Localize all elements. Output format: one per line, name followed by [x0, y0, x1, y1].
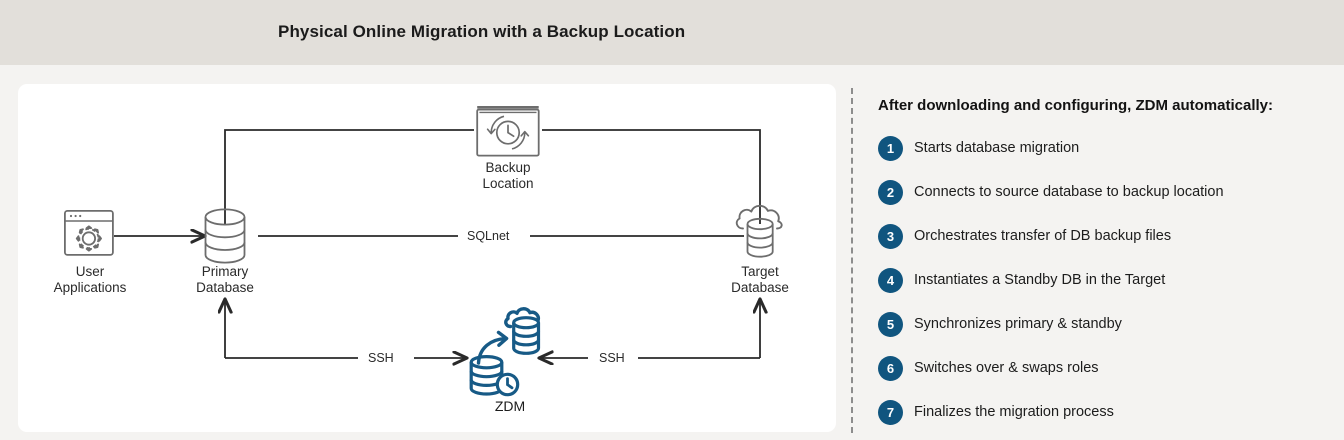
edge-label-sqlnet: SQLnet [461, 229, 516, 243]
vertical-dashed-divider [851, 88, 853, 433]
step-badge-5: 5 [878, 311, 903, 337]
edge-ssh-target [540, 300, 760, 358]
edge-ssh-primary [225, 300, 466, 358]
node-label-target-database: Target Database [731, 264, 789, 295]
step-badge-3: 3 [878, 223, 903, 249]
backup-clock-icon [476, 105, 540, 157]
edge-label-ssh-primary: SSH [362, 351, 400, 365]
node-label-primary-database: Primary Database [196, 264, 254, 295]
step-badge-1: 1 [878, 135, 903, 161]
step-label-2: Connects to source database to backup lo… [914, 184, 1224, 200]
diagram-card: User Applications Primary Database Backu… [18, 84, 836, 432]
steps-heading: After downloading and configuring, ZDM a… [878, 97, 1273, 114]
edge-primary-to-backup [224, 129, 474, 224]
node-label-zdm: ZDM [494, 398, 526, 414]
step-row-3: 3 Orchestrates transfer of DB backup fil… [878, 223, 1171, 249]
step-label-3: Orchestrates transfer of DB backup files [914, 228, 1172, 244]
step-label-7: Finalizes the migration process [914, 404, 1114, 420]
zdm-migration-icon [469, 307, 541, 397]
steps-panel: After downloading and configuring, ZDM a… [878, 92, 1338, 437]
step-label-4: Instantiates a Standby DB in the Target [914, 272, 1166, 288]
step-row-7: 7 Finalizes the migration process [878, 399, 1114, 425]
edge-backup-to-target [542, 129, 761, 224]
step-row-6: 6 Switches over & swaps roles [878, 355, 1099, 381]
browser-gear-icon [63, 209, 114, 256]
step-label-1: Starts database migration [914, 140, 1080, 156]
step-badge-2: 2 [878, 179, 903, 205]
step-badge-7: 7 [878, 399, 903, 425]
step-label-5: Synchronizes primary & standby [914, 316, 1122, 332]
node-label-backup-location: Backup Location [482, 160, 534, 191]
step-row-2: 2 Connects to source database to backup … [878, 179, 1224, 205]
cloud-database-icon [735, 204, 783, 258]
database-cylinder-icon [204, 208, 246, 264]
step-label-6: Switches over & swaps roles [914, 360, 1099, 376]
step-badge-6: 6 [878, 355, 903, 381]
step-row-1: 1 Starts database migration [878, 135, 1079, 161]
node-label-user-applications: User Applications [53, 264, 127, 295]
edge-label-ssh-target: SSH [593, 351, 631, 365]
header-band [0, 0, 1344, 65]
page-title: Physical Online Migration with a Backup … [278, 22, 686, 41]
step-badge-4: 4 [878, 267, 903, 293]
step-row-5: 5 Synchronizes primary & standby [878, 311, 1122, 337]
diagram-canvas [63, 105, 783, 397]
step-row-4: 4 Instantiates a Standby DB in the Targe… [878, 267, 1165, 293]
